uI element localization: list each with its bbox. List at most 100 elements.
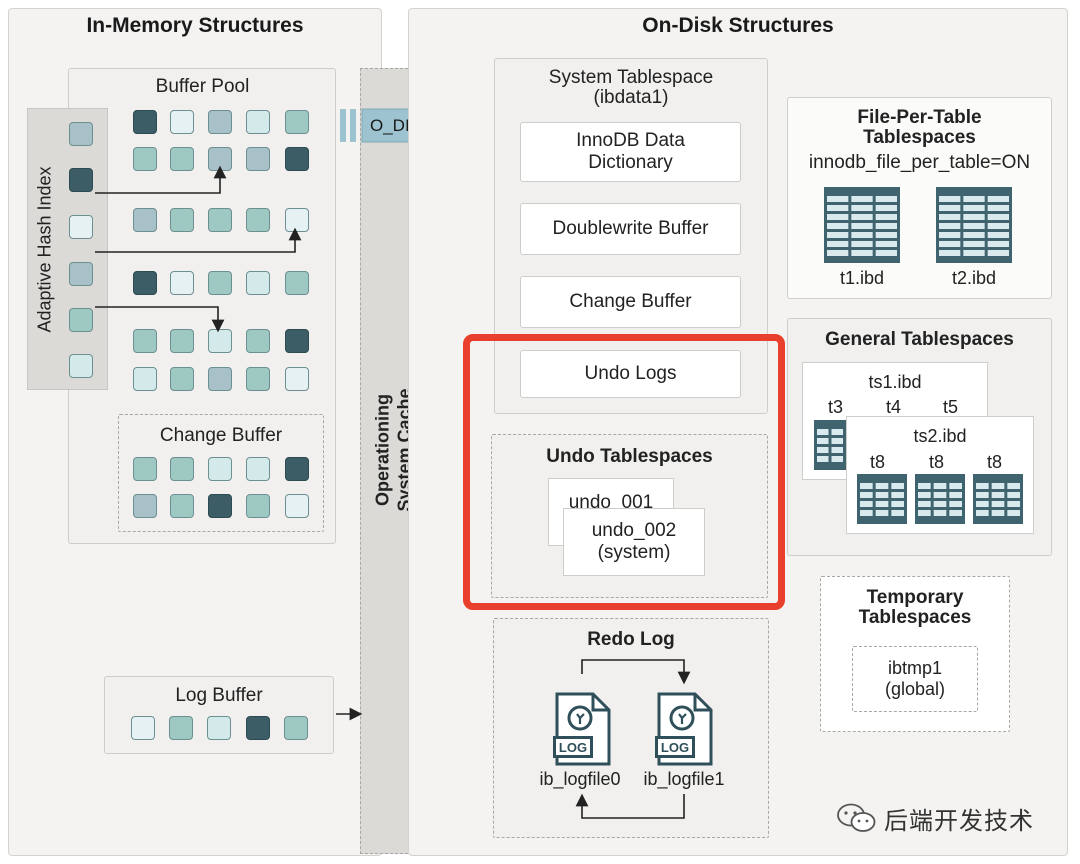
hash-entry [69, 262, 93, 286]
ts2-t8-label-c: t8 [987, 452, 1003, 472]
data-dictionary-box: InnoDB Data Dictionary [520, 122, 741, 182]
system-tablespace-title: System Tablespace (ibdata1) [494, 68, 768, 108]
table-icon [936, 187, 1012, 263]
on-disk-title: On-Disk Structures [642, 14, 834, 37]
file-per-table-title-line1: File-Per-Table [857, 107, 982, 128]
buffer-page [133, 147, 157, 171]
t2-label: t2.ibd [951, 268, 997, 288]
change-buffer-page [170, 457, 194, 481]
file-per-table-title: File-Per-Table Tablespaces [787, 108, 1052, 148]
os-cache-line1: Operationing [373, 394, 394, 507]
ts1-t5-label: t5 [943, 397, 959, 417]
temporary-title-line2: Tablespaces [858, 607, 972, 628]
adaptive-hash-index [27, 108, 108, 390]
table-icon [824, 187, 900, 263]
undo-001-label: undo_001 [568, 492, 654, 513]
hash-entry [69, 215, 93, 239]
buffer-page [208, 110, 232, 134]
log-buffer-title: Log Buffer [175, 685, 263, 706]
buffer-page [246, 147, 270, 171]
hash-entry [69, 168, 93, 192]
buffer-page [208, 367, 232, 391]
log-buffer-page [284, 716, 308, 740]
buffer-page [246, 110, 270, 134]
change-buffer-page [208, 494, 232, 518]
undo-002-line1: undo_002 [591, 520, 677, 541]
highlight-frame [463, 334, 785, 610]
log-buffer-page [169, 716, 193, 740]
buffer-page [133, 329, 157, 353]
file-per-table-setting: innodb_file_per_table=ON [808, 152, 1031, 173]
change-buffer-page [170, 494, 194, 518]
data-dictionary-line1: InnoDB Data [576, 130, 685, 151]
change-buffer-memory-title: Change Buffer [159, 425, 283, 446]
table-icon [814, 420, 846, 470]
buffer-page [285, 271, 309, 295]
ibtmp1-box: ibtmp1 (global) [852, 646, 978, 712]
temporary-title-line1: Temporary [866, 587, 964, 608]
table-icon [915, 474, 965, 524]
log-file-icon: LOG [553, 692, 611, 766]
in-memory-title: In-Memory Structures [86, 14, 304, 37]
doublewrite-buffer-box: Doublewrite Buffer [520, 203, 741, 255]
buffer-page [208, 329, 232, 353]
ts2-t8-label-a: t8 [870, 452, 886, 472]
logfile0-label: ib_logfile0 [539, 769, 621, 789]
buffer-page [133, 367, 157, 391]
logfile1-label: ib_logfile1 [643, 769, 725, 789]
buffer-page [133, 271, 157, 295]
ts1-t4-label: t4 [886, 397, 902, 417]
buffer-page [246, 208, 270, 232]
buffer-page [285, 110, 309, 134]
redo-cycle-arrows [575, 659, 691, 819]
change-buffer-page [285, 494, 309, 518]
watermark: 后端开发技术 [836, 800, 1034, 836]
change-buffer-page [285, 457, 309, 481]
change-buffer-page [208, 457, 232, 481]
system-tablespace-title-line2: (ibdata1) [593, 87, 669, 108]
system-tablespace-title-line1: System Tablespace [548, 67, 714, 88]
buffer-page [170, 208, 194, 232]
undo-tablespaces-title: Undo Tablespaces [546, 446, 713, 467]
change-buffer-page [133, 494, 157, 518]
general-tablespaces-title: General Tablespaces [825, 329, 1014, 350]
t1-label: t1.ibd [839, 268, 885, 288]
table-icon [973, 474, 1023, 524]
buffer-page [170, 271, 194, 295]
buffer-page [246, 367, 270, 391]
hash-entry [69, 308, 93, 332]
undo-002-line2: (system) [597, 542, 671, 563]
ibtmp1-line1: ibtmp1 [887, 658, 943, 678]
ts2-t8-label-b: t8 [929, 452, 945, 472]
buffer-page [170, 147, 194, 171]
hash-pointer-arrows [95, 165, 302, 333]
ts1-label: ts1.ibd [868, 372, 922, 392]
log-buffer-page [131, 716, 155, 740]
buffer-page [170, 367, 194, 391]
watermark-text: 后端开发技术 [884, 807, 1034, 835]
wechat-icon [837, 803, 876, 832]
undo-logs-box: Undo Logs [520, 350, 741, 398]
redo-log [493, 618, 769, 838]
file-per-table-title-line2: Tablespaces [863, 127, 976, 148]
buffer-pool-title: Buffer Pool [155, 76, 250, 97]
buffer-page [285, 367, 309, 391]
temporary-tablespaces-title: Temporary Tablespaces [820, 588, 1010, 628]
svg-text:LOG: LOG [559, 740, 587, 755]
redo-log-title: Redo Log [587, 629, 675, 650]
hash-entry [69, 354, 93, 378]
data-dictionary-line2: Dictionary [588, 152, 673, 173]
buffer-page [133, 110, 157, 134]
buffer-page [246, 329, 270, 353]
buffer-page [170, 329, 194, 353]
svg-text:LOG: LOG [661, 740, 689, 755]
buffer-page [246, 271, 270, 295]
buffer-page [170, 110, 194, 134]
ts2-label: ts2.ibd [913, 426, 967, 446]
hash-entry [69, 122, 93, 146]
buffer-page [285, 147, 309, 171]
ts1-t3-label: t3 [828, 397, 844, 417]
buffer-page [285, 329, 309, 353]
change-buffer-disk-box: Change Buffer [520, 276, 741, 328]
buffer-page [208, 147, 232, 171]
